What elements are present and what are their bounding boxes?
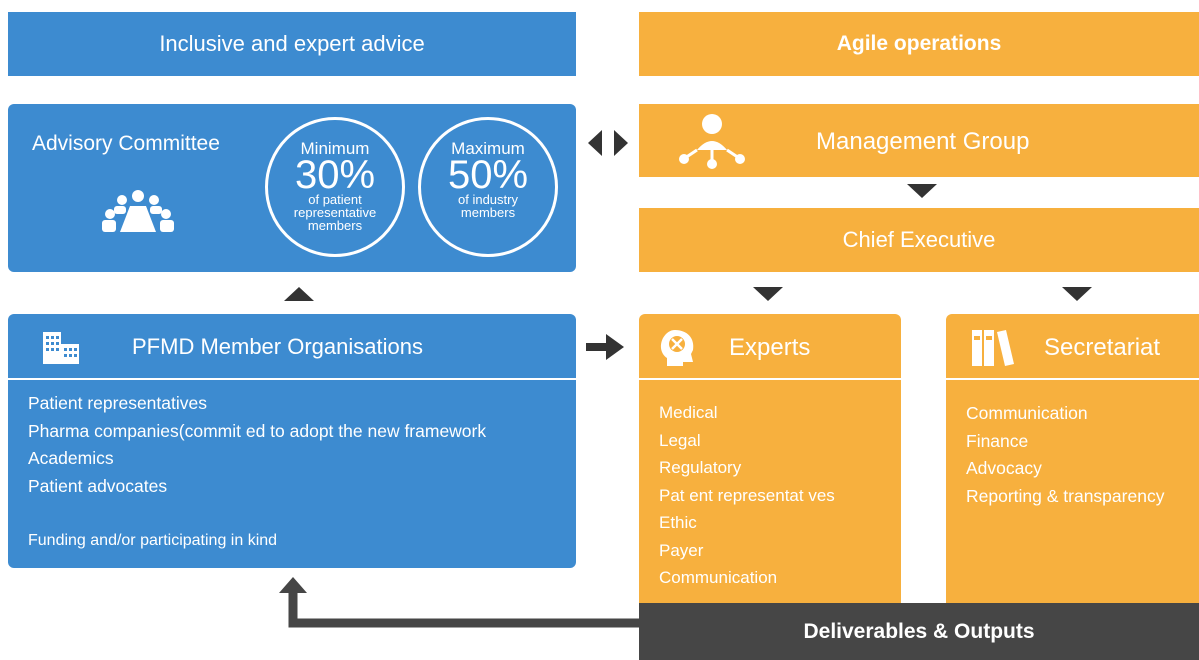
pfmd-members-list: Patient representatives Pharma companies… (28, 390, 486, 500)
buildings-icon (41, 330, 81, 366)
experts-divider (639, 378, 901, 380)
arrow-to-secretariat (1062, 287, 1092, 301)
pfmd-divider (8, 378, 576, 380)
maximum-circle: Maximum 50% of industry members (418, 117, 558, 257)
maximum-desc-1: of industry (458, 192, 518, 207)
deliverables-title: Deliverables & Outputs (803, 619, 1035, 643)
secretariat-divider (946, 378, 1199, 380)
list-item: Reporting & transparency (966, 485, 1165, 506)
minimum-desc-1: of patient (308, 192, 362, 207)
minimum-label: Minimum (300, 139, 370, 158)
network-person-icon (677, 110, 747, 170)
list-item: Legal (659, 430, 701, 450)
list-item: Regulatory (659, 458, 742, 477)
management-group-box: Management Group (639, 104, 1199, 177)
list-item: Pharma companies(commit ed to adopt the … (28, 420, 487, 441)
list-item: Communication (966, 403, 1088, 423)
list-item: Payer (659, 540, 704, 560)
agile-operations-header: Agile operations (639, 12, 1199, 76)
management-group-title: Management Group (816, 128, 1030, 155)
arrow-to-experts (753, 287, 783, 301)
arrow-to-advisory (284, 287, 314, 301)
minimum-value: 30% (294, 153, 376, 197)
advisory-committee-box: Advisory Committee Minimum 30% of patien… (8, 104, 576, 272)
minimum-desc-3: members (307, 218, 363, 233)
bidirectional-arrow-icon (588, 129, 628, 157)
list-item: Academics (28, 448, 114, 468)
minimum-circle: Minimum 30% of patient representative me… (265, 117, 405, 257)
secretariat-box: Secretariat Communication Finance Advoca… (946, 314, 1199, 614)
list-item: Patient representatives (28, 393, 207, 413)
secretariat-list: Communication Finance Advocacy Reporting… (966, 400, 1164, 510)
inclusive-advice-title: Inclusive and expert advice (159, 31, 425, 56)
list-item: Pat ent representat ves (659, 485, 835, 505)
arrow-to-chief (907, 184, 937, 198)
maximum-value: 50% (447, 153, 529, 197)
return-arrow-icon (277, 577, 641, 637)
experts-list: Medical Legal Regulatory Pat ent represe… (659, 399, 835, 592)
pfmd-members-box: PFMD Member Organisations Patient repres… (8, 314, 576, 568)
list-item: Communication (659, 568, 778, 587)
binders-icon (970, 328, 1016, 368)
pfmd-members-title: PFMD Member Organisations (132, 334, 423, 359)
secretariat-title: Secretariat (1044, 334, 1161, 361)
maximum-desc-2: members (460, 205, 516, 220)
advisory-committee-title: Advisory Committee (32, 132, 220, 155)
deliverables-box: Deliverables & Outputs (639, 603, 1199, 660)
experts-box: Experts Medical Legal Regulatory Pat ent… (639, 314, 901, 614)
agile-operations-title: Agile operations (836, 32, 1002, 55)
chief-executive-title: Chief Executive (842, 227, 996, 252)
experts-title: Experts (729, 334, 811, 361)
list-item: Finance (966, 430, 1029, 451)
chief-executive-box: Chief Executive (639, 208, 1199, 272)
right-arrow-icon (586, 332, 626, 362)
inclusive-advice-header: Inclusive and expert advice (8, 12, 576, 76)
maximum-label: Maximum (451, 139, 525, 158)
meeting-icon (98, 184, 178, 240)
list-item: Advocacy (966, 458, 1042, 478)
funding-text: Funding and/or participating in kind (28, 532, 278, 549)
list-item: Ethic (659, 513, 697, 532)
list-item: Medical (659, 403, 718, 422)
list-item: Patient advocates (28, 475, 168, 496)
head-gear-icon (657, 328, 697, 368)
minimum-desc-2: representative (293, 205, 377, 220)
